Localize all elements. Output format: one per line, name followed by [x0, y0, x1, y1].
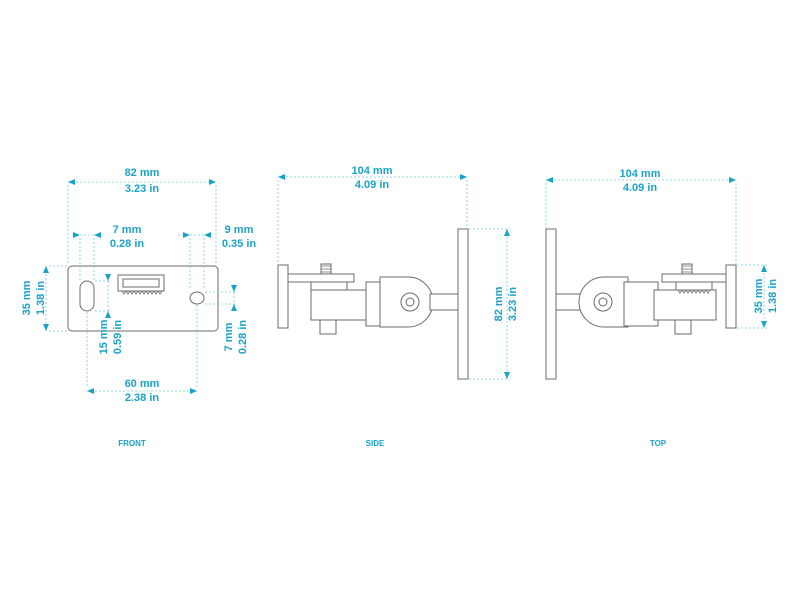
front-view: 82 mm 3.23 in 7 mm 0.28 in 9 mm 0.35 in — [21, 167, 256, 448]
front-width-dimension — [67, 179, 217, 265]
front-hole-diameter-in: 0.28 in — [237, 320, 249, 355]
front-hole-spacing-dimension — [86, 305, 198, 394]
side-length-mm: 104 mm — [352, 165, 393, 177]
side-large-plate — [457, 228, 469, 380]
front-slot-offset-in: 0.28 in — [110, 238, 145, 250]
front-hole-diameter-mm: 7 mm — [223, 322, 235, 351]
front-slot — [79, 280, 95, 312]
front-width-mm: 82 mm — [125, 167, 160, 179]
front-slot-length-in: 0.59 in — [112, 320, 124, 355]
front-height-mm: 35 mm — [21, 280, 33, 315]
top-large-plate — [545, 228, 557, 380]
front-width-in: 3.23 in — [125, 183, 160, 195]
front-view-label: FRONT — [118, 439, 146, 448]
top-joint-block — [623, 281, 659, 327]
front-hole-spacing-in: 2.38 in — [125, 392, 160, 404]
top-view: 104 mm 4.09 in 35 mm 1.38 in TOP — [545, 168, 779, 448]
front-hole-offset-mm: 9 mm — [225, 224, 254, 236]
side-length-in: 4.09 in — [355, 179, 390, 191]
side-small-plate — [277, 264, 289, 329]
side-wall-plate — [429, 293, 459, 311]
front-slot-offset-mm: 7 mm — [113, 224, 142, 236]
front-hole-offset-in: 0.35 in — [222, 238, 257, 250]
top-height-dimension — [737, 264, 767, 329]
top-view-label: TOP — [650, 439, 667, 448]
top-height-mm: 35 mm — [753, 278, 765, 313]
side-view-label: SIDE — [366, 439, 385, 448]
top-length-mm: 104 mm — [620, 168, 661, 180]
front-slot-length-mm: 15 mm — [98, 319, 110, 354]
front-hole-spacing-mm: 60 mm — [125, 378, 160, 390]
front-hole-diameter-dimension — [205, 284, 237, 312]
front-plate — [67, 265, 219, 332]
front-clamp — [117, 274, 165, 295]
front-slot-offset-dimension — [72, 232, 101, 280]
front-height-in: 1.38 in — [35, 281, 47, 316]
top-length-dimension — [545, 177, 737, 264]
front-slot-length-dimension — [95, 274, 111, 318]
front-hole-offset-dimension — [178, 232, 214, 290]
top-height-in: 1.38 in — [767, 279, 779, 314]
front-hole — [189, 291, 205, 305]
side-height-mm: 82 mm — [493, 286, 505, 321]
side-height-in: 3.23 in — [507, 287, 519, 322]
side-view: 104 mm 4.09 in 82 mm 3.23 in SIDE — [277, 165, 519, 448]
side-height-dimension — [469, 228, 510, 380]
top-small-plate — [725, 264, 737, 329]
front-height-dimension — [43, 265, 67, 332]
top-length-in: 4.09 in — [623, 182, 658, 194]
side-length-dimension — [277, 174, 468, 264]
